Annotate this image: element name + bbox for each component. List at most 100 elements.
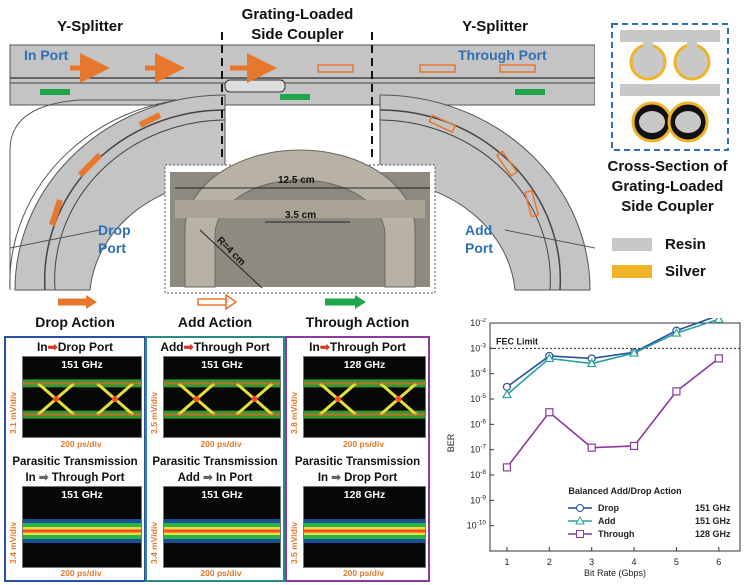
data-point	[501, 389, 512, 399]
through-action-panel: In➡Through Port 128 GHz 3.8 mV/div 200 p…	[285, 336, 430, 582]
legend-series-name: Add	[598, 516, 616, 526]
through-noise-trace: 128 GHz	[303, 486, 426, 568]
drop-bottom-psdiv: 200 ps/div	[60, 568, 102, 578]
data-point	[629, 347, 640, 357]
drop-bottom-to: Through Port	[51, 472, 125, 484]
photo-inner-label: 3.5 cm	[285, 210, 317, 221]
series-line-through	[506, 357, 720, 468]
data-point	[671, 327, 682, 337]
data-point	[672, 387, 681, 396]
add-port-label-line1: Add	[465, 222, 493, 238]
x-tick-label: 3	[589, 557, 594, 567]
add-eye-diagram: 151 GHz	[163, 356, 281, 438]
arrow-icon: ➡	[203, 472, 213, 484]
arrow-icon: ➡	[47, 340, 58, 354]
noise-band	[304, 519, 425, 543]
add-top-from: Add	[160, 340, 184, 354]
data-point	[713, 318, 724, 323]
cross-section-title-2: Grating-Loaded	[611, 178, 724, 195]
resin-swatch	[612, 238, 652, 251]
left-splitter-label: Y-Splitter	[57, 18, 123, 35]
add-bottom-freq: 151 GHz	[201, 489, 243, 501]
through-eye-diagram: 128 GHz	[303, 356, 426, 438]
add-bottom-title: Add ➡ In Port	[147, 470, 283, 484]
eye-pattern	[164, 379, 280, 419]
through-top-to: Through Port	[329, 340, 406, 354]
drop-bottom-freq: 151 GHz	[61, 489, 103, 501]
cross-section-title-3: Side Coupler	[621, 198, 714, 215]
y-tick-label: 10-9	[470, 494, 486, 505]
center-label-line2: Side Coupler	[251, 26, 344, 43]
arrow-icon: ➡	[38, 472, 49, 484]
drop-top-from: In	[36, 340, 48, 354]
series-line-drop	[506, 318, 714, 388]
through-bottom-title: In ➡ Drop Port	[287, 470, 428, 484]
grating-beads	[224, 79, 286, 93]
action-arrows	[58, 293, 366, 311]
fec-limit-label: FEC Limit	[496, 336, 538, 346]
legend-series-freq: 151 GHz	[695, 516, 731, 526]
add-port-label-line2: Port	[465, 240, 493, 256]
center-label-line1: Grating-Loaded	[241, 6, 354, 23]
legend-marker	[576, 530, 584, 538]
y-tick-label: 10-10	[467, 520, 487, 531]
noise-band	[164, 519, 280, 543]
right-splitter-label: Y-Splitter	[462, 18, 528, 35]
through-bottom-to: Drop Port	[344, 472, 398, 484]
add-top-psdiv: 200 ps/div	[200, 439, 242, 449]
drop-bottom-from: In	[25, 472, 36, 484]
series-group	[501, 318, 724, 472]
drop-action-panel: In➡Drop Port 151 GHz 3.1 mV/div 200 ps/d…	[4, 336, 146, 582]
arrow-icon: ➡	[331, 472, 341, 484]
y-tick-label: 10-2	[470, 318, 486, 328]
data-point	[587, 443, 596, 452]
through-top-title: In➡Through Port	[287, 340, 428, 354]
through-parasitic-caption: Parasitic Transmission	[294, 456, 421, 468]
add-bottom-from: Add	[177, 472, 200, 484]
resin-label: Resin	[665, 236, 706, 253]
add-bottom-psdiv: 200 ps/div	[200, 568, 242, 578]
drop-port-label-line1: Drop	[98, 222, 131, 238]
add-bottom-vdiv: 3.4 mV/div	[149, 521, 159, 564]
add-parasitic-caption: Parasitic Transmission	[152, 456, 278, 468]
y-axis-label: BER	[446, 433, 456, 452]
drop-eye-diagram: 151 GHz	[22, 356, 142, 438]
device-schematic	[9, 32, 595, 294]
legend-series-name: Drop	[598, 503, 619, 513]
x-tick-label: 6	[716, 557, 721, 567]
through-action-title: Through Action	[305, 314, 410, 330]
in-port-label: In Port	[24, 47, 69, 63]
add-top-freq: 151 GHz	[201, 359, 243, 371]
x-tick-label: 5	[674, 557, 679, 567]
drop-bottom-vdiv: 3.4 mV/div	[8, 521, 18, 564]
through-port-label: Through Port	[458, 47, 547, 63]
through-bottom-freq: 128 GHz	[343, 489, 386, 501]
arrow-icon: ➡	[319, 340, 330, 354]
data-point	[629, 441, 639, 451]
legend-marker	[575, 515, 585, 525]
eye-pattern	[23, 379, 141, 419]
drop-top-freq: 151 GHz	[61, 359, 103, 371]
through-top-psdiv: 200 ps/div	[342, 439, 385, 449]
y-tick-label: 10-5	[470, 393, 486, 404]
add-top-title: Add➡Through Port	[147, 340, 283, 354]
y-tick-label: 10-8	[470, 469, 486, 480]
add-top-vdiv: 3.5 mV/div	[149, 391, 159, 434]
drop-parasitic-caption: Parasitic Transmission	[12, 456, 138, 468]
noise-band	[23, 519, 141, 543]
through-bottom-vdiv: 3.5 mV/div	[289, 521, 299, 564]
legend-title: Balanced Add/Drop Action	[568, 486, 681, 496]
data-point	[586, 358, 597, 368]
through-top-vdiv: 3.8 mV/div	[289, 391, 299, 434]
data-point	[502, 463, 512, 472]
y-tick-label: 10-3	[470, 342, 486, 353]
series-line-add	[506, 318, 720, 396]
y-tick-label: 10-6	[470, 418, 486, 429]
data-point	[545, 408, 554, 417]
drop-action-title: Drop Action	[35, 314, 115, 330]
drop-top-title: In➡Drop Port	[6, 340, 144, 354]
add-top-to: Through Port	[193, 340, 270, 354]
